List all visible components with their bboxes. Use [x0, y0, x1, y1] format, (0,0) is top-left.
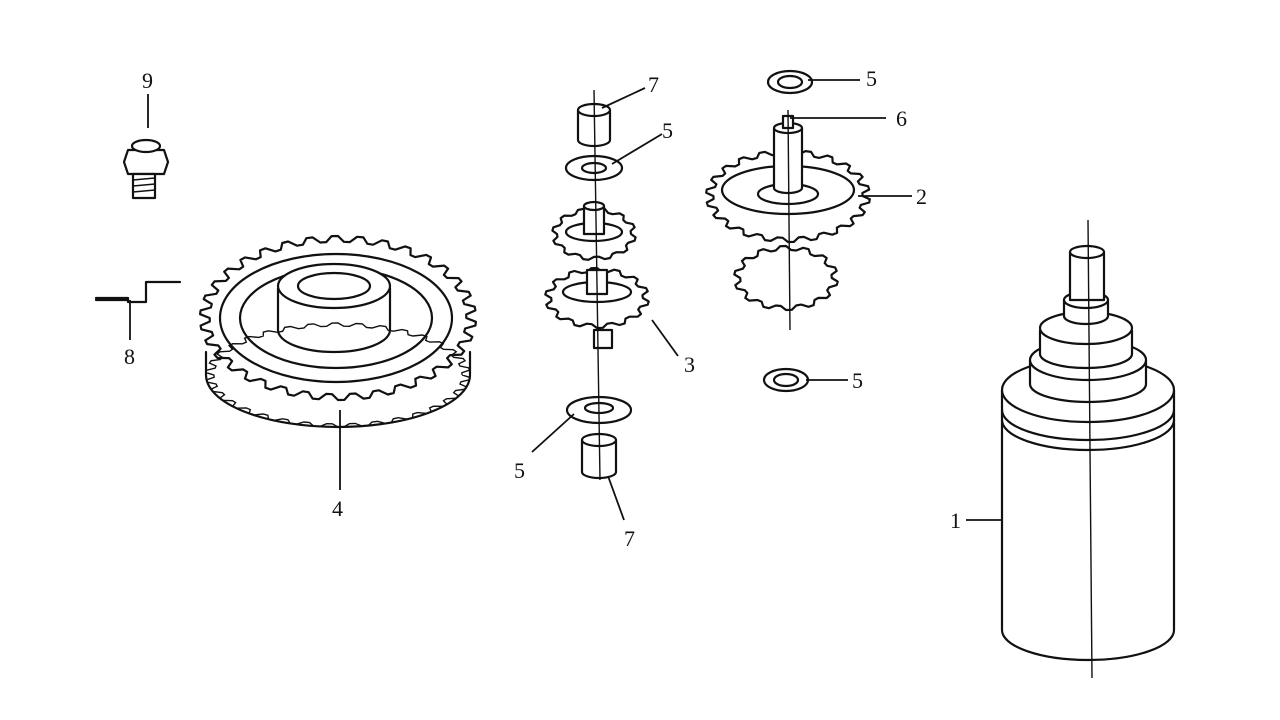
part-1-motor: [1000, 219, 1176, 679]
part-3-gear-cluster: [544, 89, 650, 481]
part-4-large-gear: [199, 234, 477, 429]
callout-8: 8: [124, 344, 135, 369]
callout-9: 9: [142, 68, 153, 93]
callout-1: 1: [950, 508, 961, 533]
part-9-bolt: [122, 138, 170, 200]
callout-5-right-bottom: 5: [852, 368, 863, 393]
part-8-pin: [94, 280, 182, 304]
leader-lines: [129, 79, 1002, 521]
callout-7-top: 7: [648, 72, 659, 97]
callout-2: 2: [916, 184, 927, 209]
callout-5-right-top: 5: [866, 66, 877, 91]
callout-5-center-top: 5: [662, 118, 673, 143]
callout-labels: 9 8 4 7 5 5 6 2 3 5 5 7 1: [124, 66, 961, 551]
callout-6: 6: [896, 106, 907, 131]
part-2-gear-cluster: [705, 69, 871, 393]
callout-5-center-bottom: 5: [514, 458, 525, 483]
callout-7-bottom: 7: [624, 526, 635, 551]
callout-3: 3: [684, 352, 695, 377]
callout-4: 4: [332, 496, 343, 521]
